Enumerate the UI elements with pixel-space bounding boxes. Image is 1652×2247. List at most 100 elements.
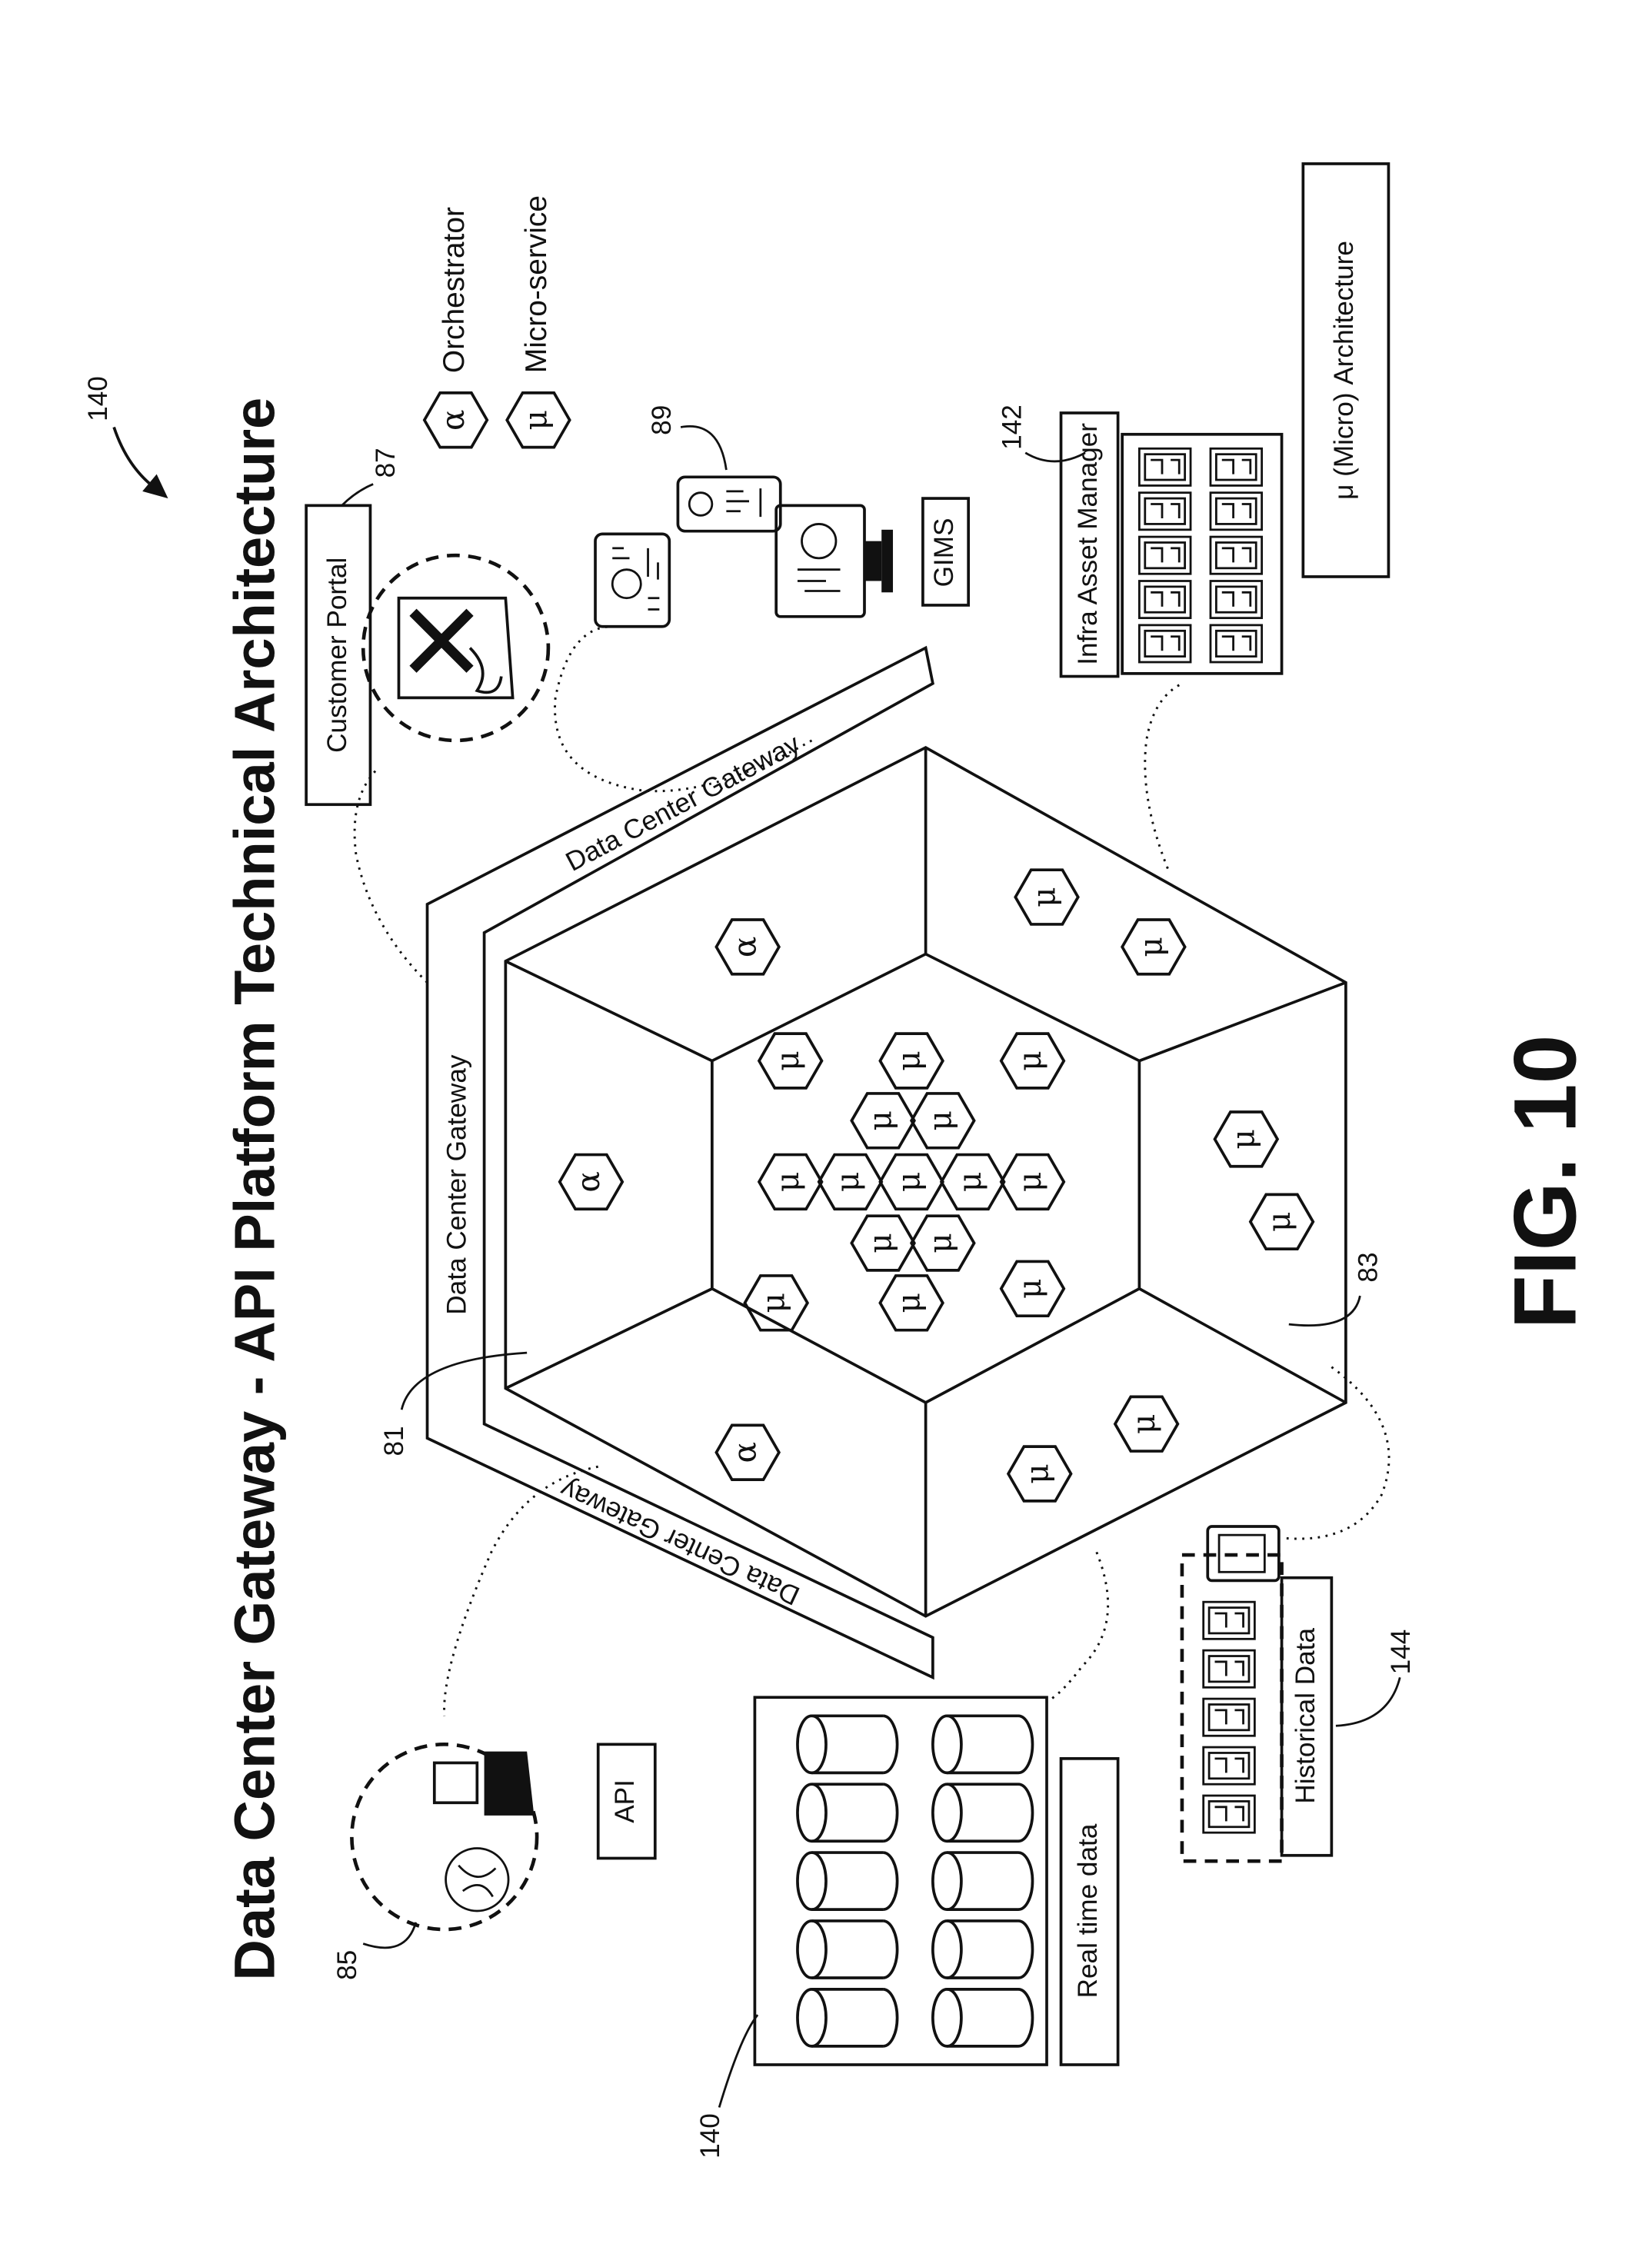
server-icon — [1204, 1747, 1255, 1784]
ref-144: 144 — [1386, 1629, 1416, 1675]
micro_service-symbol: μ — [1011, 1050, 1048, 1070]
micro_service-symbol: μ — [1132, 937, 1169, 957]
orchestrator-node: α — [716, 920, 778, 974]
database-cylinder-icon — [933, 1784, 1033, 1841]
database-cylinder-icon — [933, 1716, 1033, 1773]
micro_service-symbol: μ — [891, 1172, 928, 1192]
server-icon — [1139, 581, 1191, 618]
micro_service-symbol: μ — [1011, 1279, 1048, 1299]
micro_service-symbol: μ — [921, 1110, 958, 1130]
micro_service-symbol: μ — [891, 1050, 928, 1070]
micro-service-node: μ — [759, 1034, 821, 1088]
ref-89: 89 — [647, 405, 677, 435]
api-devices-icon — [435, 1752, 535, 1911]
legend-orchestrator-icon: α — [425, 393, 487, 448]
orchestrator-node: α — [716, 1425, 778, 1480]
server-icon — [1211, 448, 1262, 485]
micro_service-symbol: μ — [862, 1110, 899, 1130]
micro_service-symbol: μ — [1225, 1129, 1262, 1149]
micro-service-node: μ — [1001, 1261, 1064, 1316]
api-label: API — [610, 1779, 640, 1823]
micro-service-node: μ — [1122, 920, 1184, 974]
ref-81: 81 — [379, 1426, 409, 1456]
micro-service-node: μ — [1251, 1194, 1313, 1249]
micro_service-symbol: μ — [951, 1172, 988, 1192]
ref-144-leader — [1336, 1677, 1400, 1726]
micro_service-symbol: μ — [769, 1050, 806, 1070]
phone-icon — [678, 477, 780, 531]
database-cylinder-icon — [933, 1853, 1033, 1909]
micro_service-symbol: μ — [862, 1233, 899, 1253]
ref-87: 87 — [371, 448, 401, 478]
micro_service-symbol: μ — [1026, 887, 1063, 907]
server-icon — [1204, 1602, 1255, 1639]
ref-85: 85 — [332, 1950, 362, 1980]
server-icon — [1204, 1796, 1255, 1833]
gateway-label-left: Data Center Gateway — [442, 1054, 472, 1315]
ref-140-diagram: 140 — [83, 376, 113, 421]
micro-service-node: μ — [819, 1155, 881, 1210]
orchestrator-symbol: α — [727, 1442, 764, 1463]
server-icon — [1211, 537, 1262, 574]
database-cylinder-icon — [798, 1989, 898, 2046]
micro-service-node: μ — [1001, 1034, 1064, 1088]
micro-service-node: μ — [880, 1155, 942, 1210]
micro_service-symbol: μ — [1018, 1463, 1055, 1483]
micro-service-node: μ — [941, 1155, 1004, 1210]
ref-140-leader — [719, 2015, 758, 2107]
server-icon — [1139, 493, 1191, 530]
database-cylinder-icon — [933, 1921, 1033, 1978]
micro-service-node: μ — [1008, 1446, 1071, 1501]
ref-89-leader — [681, 426, 726, 470]
tablet-icon — [595, 534, 669, 626]
ref-81-leader — [401, 1353, 527, 1410]
gateway-label-bottom: Data Center Gateway — [555, 1473, 804, 1610]
legend-orchestrator-label: Orchestrator — [438, 207, 471, 373]
monitor-icon — [776, 505, 893, 616]
server-icon — [1211, 581, 1262, 618]
micro_service-symbol: μ — [1125, 1413, 1162, 1433]
server-icon — [1204, 1650, 1255, 1687]
micro-service-node: μ — [911, 1094, 974, 1148]
legend-micro-service-label: Micro-service — [520, 195, 553, 373]
customer-portal-label: Customer Portal — [322, 558, 352, 753]
database-cylinder-icon — [798, 1921, 898, 1978]
legend: α Orchestrator μ Micro-service — [425, 195, 570, 448]
data-center-cube — [428, 648, 1346, 1678]
micro-service-node: μ — [1001, 1155, 1064, 1210]
ref-140-real-time: 140 — [695, 2113, 725, 2159]
server-icon — [1139, 448, 1191, 485]
ref-142: 142 — [998, 404, 1028, 450]
database-cylinder-icon — [798, 1784, 898, 1841]
micro_service-symbol: μ — [1261, 1212, 1297, 1232]
server-icon — [1139, 537, 1191, 574]
customer-portal-tools-icon — [398, 598, 512, 698]
micro-service-node: μ — [880, 1034, 942, 1088]
real-time-data-label: Real time data — [1073, 1823, 1103, 1998]
server-icon — [1211, 493, 1262, 530]
legend-micro-service-icon: μ — [507, 393, 569, 448]
figure-label: FIG. 10 — [1497, 1035, 1595, 1330]
server-icon — [1204, 1699, 1255, 1736]
orchestrator-symbol: α — [570, 1171, 607, 1193]
micro_service-symbol: μ — [829, 1172, 866, 1192]
arrowhead-icon — [142, 474, 168, 498]
micro-service-node: μ — [759, 1155, 821, 1210]
micro-service-node: μ — [1215, 1112, 1277, 1167]
micro-service-node: μ — [911, 1216, 974, 1270]
micro_service-symbol: μ — [891, 1293, 928, 1313]
micro-service-node: μ — [1015, 870, 1077, 924]
server-icon — [1139, 625, 1191, 662]
server-icon — [1211, 625, 1262, 662]
orchestrator-symbol: α — [435, 410, 471, 431]
ref-87-leader — [341, 484, 373, 506]
orchestrator-node: α — [560, 1155, 622, 1210]
customer-portal-circle — [363, 555, 548, 741]
micro_service-symbol: μ — [1011, 1172, 1048, 1192]
ref-83: 83 — [1354, 1252, 1384, 1282]
micro-architecture-label: μ (Micro) Architecture — [1329, 241, 1359, 500]
infra-server-rack — [1122, 434, 1281, 674]
connectors — [355, 627, 1389, 1716]
database-cylinder-icon — [798, 1716, 898, 1773]
